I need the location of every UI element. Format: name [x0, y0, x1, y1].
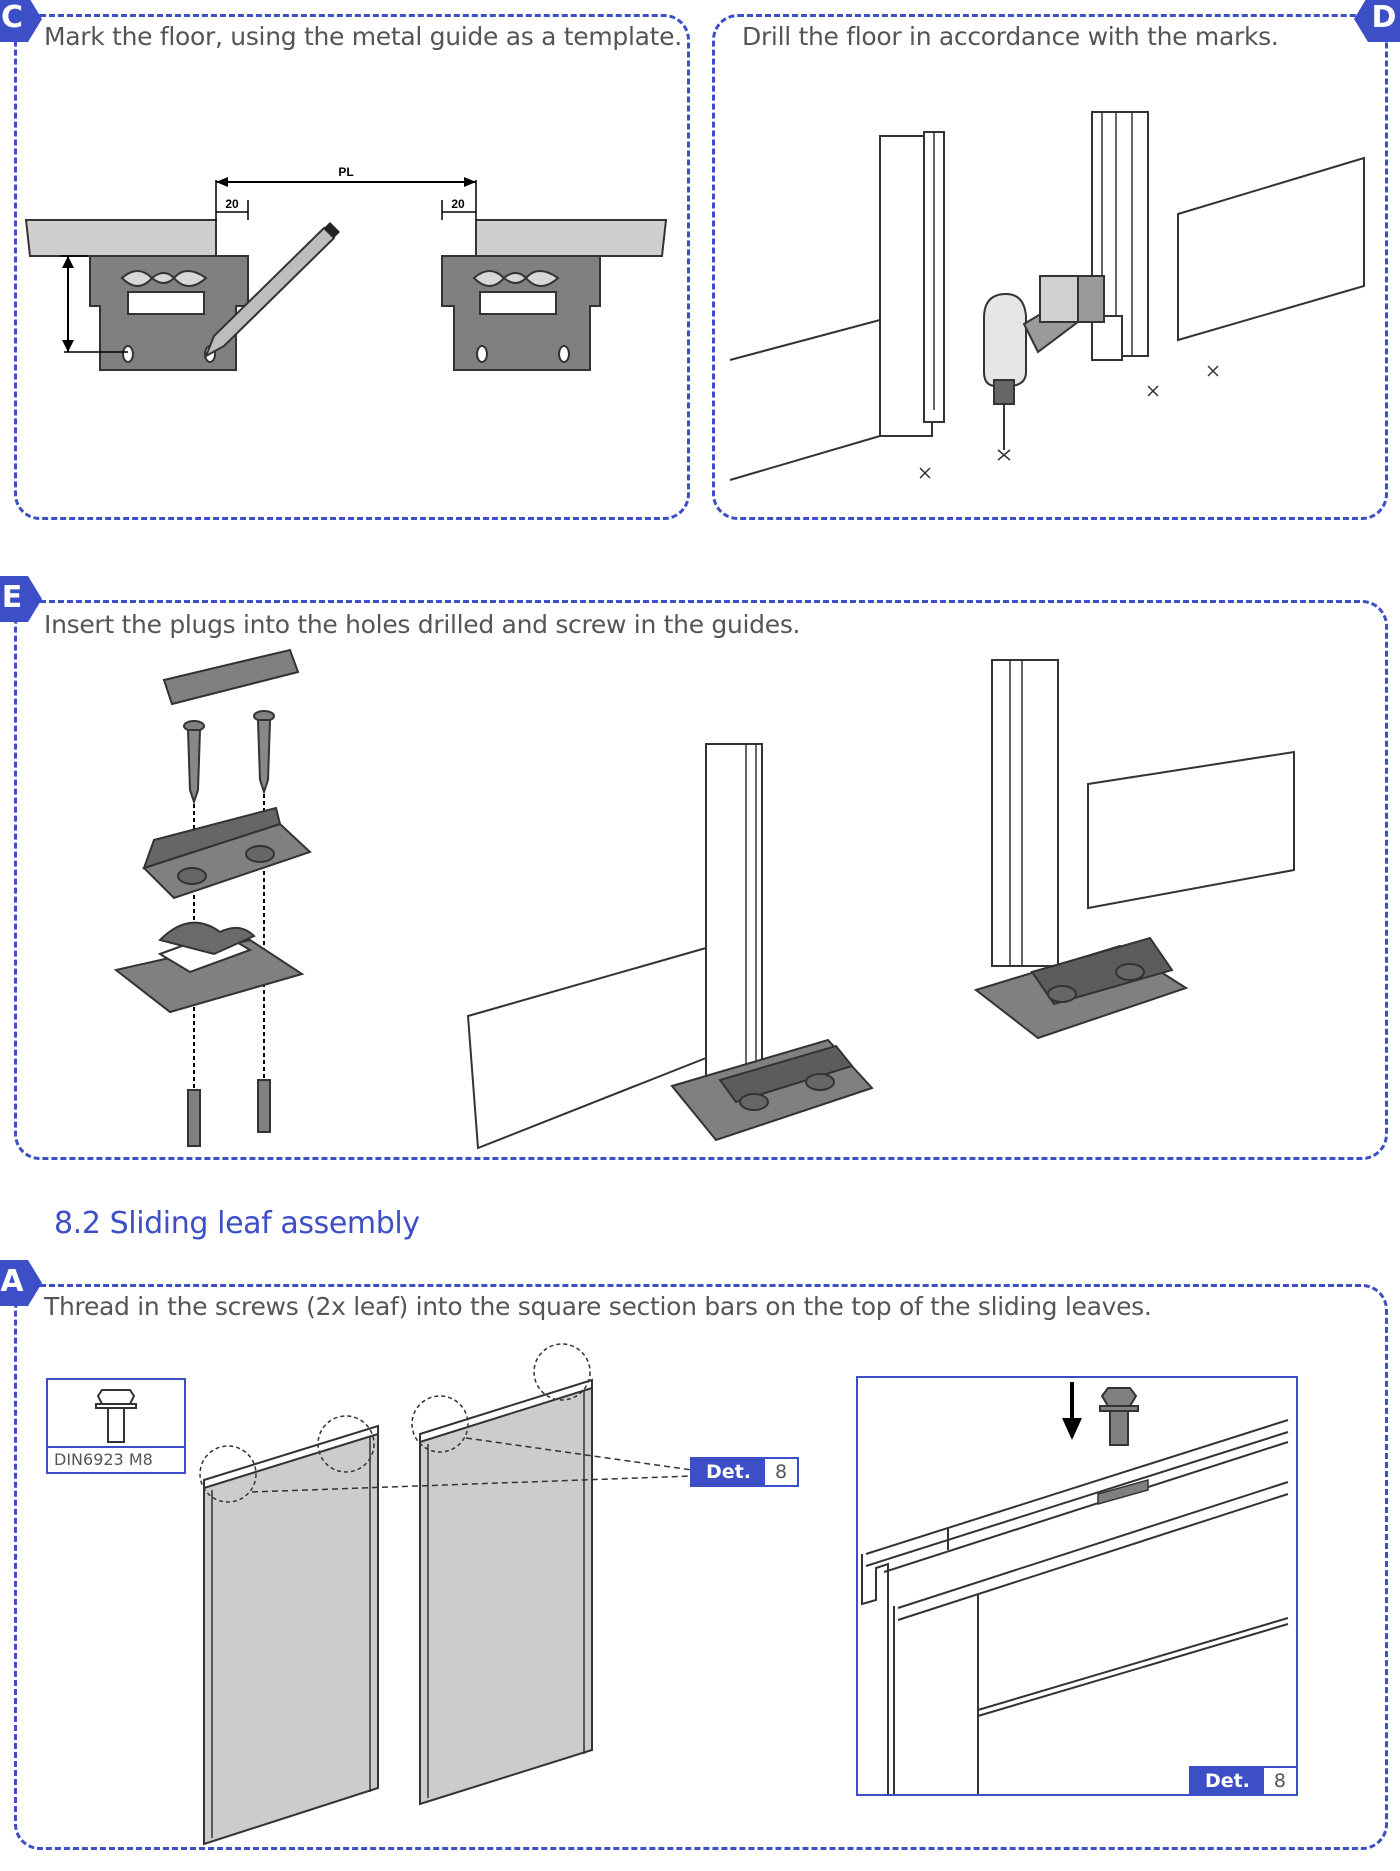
- detail-frame-tag: Det. 8: [1188, 1766, 1298, 1796]
- step-e-letter: E: [1, 580, 23, 615]
- dimension-pl-label: PL: [338, 165, 353, 179]
- step-c-tag: C: [0, 0, 42, 42]
- part-label: DIN6923 M8: [48, 1446, 184, 1472]
- step-a-panel: [14, 1284, 1388, 1850]
- step-c-text: Mark the floor, using the metal guide as…: [44, 22, 682, 51]
- step-a-letter: A: [0, 1264, 24, 1299]
- step-d-tag: D: [1354, 0, 1400, 42]
- detail-frame-tag-number: 8: [1273, 1770, 1286, 1792]
- detail-frame: Det. 8: [856, 1376, 1298, 1816]
- part-box: DIN6923 M8: [46, 1378, 186, 1474]
- step-c-illustration: PL 20 20: [24, 165, 668, 371]
- step-e-exploded-illustration: [113, 648, 312, 1147]
- step-d-illustration: [729, 111, 1365, 481]
- step-c-letter: C: [0, 0, 24, 35]
- step-a-leaves-illustration: [199, 1343, 693, 1846]
- dimension-left-20: 20: [225, 197, 239, 211]
- step-d-panel: [712, 14, 1388, 520]
- step-d-text: Drill the floor in accordance with the m…: [742, 22, 1279, 51]
- step-e-panel: [14, 600, 1388, 1160]
- detail-frame-tag-label: Det.: [1190, 1768, 1264, 1794]
- section-title: 8.2 Sliding leaf assembly: [54, 1206, 420, 1241]
- step-c-panel: [14, 14, 690, 520]
- detail-tag-number: 8: [774, 1461, 788, 1483]
- step-a-tag: A: [0, 1260, 42, 1306]
- step-e-assembled-left-illustration: [466, 743, 874, 1150]
- bolt-icon: [95, 1389, 137, 1443]
- step-e-tag: E: [0, 576, 42, 622]
- dimension-right-20: 20: [451, 197, 465, 211]
- detail-illustration: [861, 1382, 1289, 1816]
- detail-tag[interactable]: Det. 8: [690, 1457, 800, 1487]
- step-a-text: Thread in the screws (2x leaf) into the …: [44, 1292, 1152, 1321]
- detail-tag-label: Det.: [692, 1459, 765, 1485]
- step-e-assembled-right-illustration: [973, 659, 1295, 1040]
- step-d-letter: D: [1371, 0, 1397, 35]
- step-e-text: Insert the plugs into the holes drilled …: [44, 610, 801, 639]
